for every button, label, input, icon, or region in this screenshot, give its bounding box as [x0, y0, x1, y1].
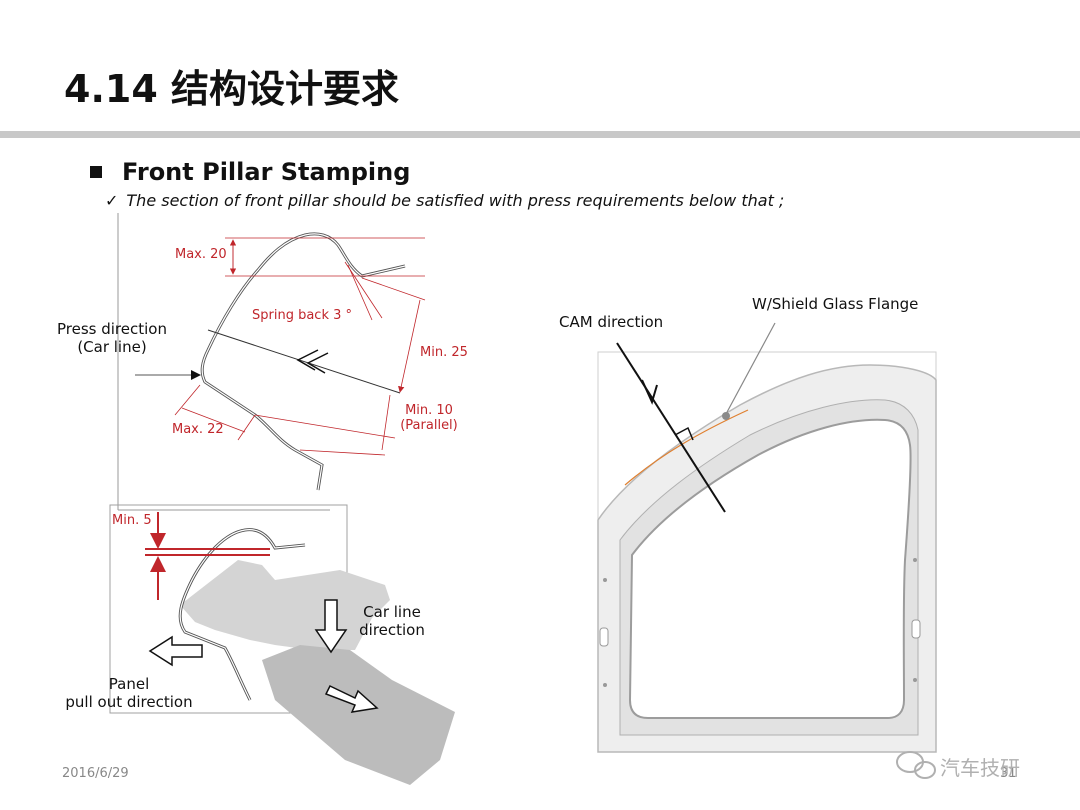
car-line-down-arrow	[314, 599, 348, 654]
panel-line2: pull out direction	[65, 693, 193, 711]
press-direction-line2: (Car line)	[77, 338, 147, 356]
label-cam-direction: CAM direction	[559, 313, 664, 331]
slide-title: 4.14 结构设计要求	[64, 67, 399, 111]
car-line-line1: Car line	[363, 603, 421, 621]
label-min25: Min. 25	[420, 345, 468, 360]
door-ring-diagram	[597, 322, 937, 753]
panel-pull-left-arrow	[148, 635, 203, 667]
min10-line1: Min. 10	[405, 403, 453, 418]
pillar-section-profile	[200, 232, 406, 491]
label-press-direction: Press direction (Car line)	[52, 320, 172, 356]
main-bullet: Front Pillar Stamping	[90, 158, 410, 186]
label-max20: Max. 20	[175, 247, 227, 262]
min10-line2: (Parallel)	[400, 418, 458, 433]
label-panel-pull-out: Panel pull out direction	[55, 675, 203, 711]
door-opening	[628, 418, 912, 719]
label-min10: Min. 10 (Parallel)	[395, 403, 463, 433]
label-max22: Max. 22	[172, 422, 224, 437]
square-bullet-icon	[90, 166, 102, 178]
upper-section-diagram	[117, 213, 426, 511]
sub-bullet: ✓ The section of front pillar should be …	[105, 191, 784, 210]
lower-section-diagram	[109, 504, 455, 785]
press-direction-line1: Press direction	[57, 320, 167, 338]
panel-line1: Panel	[108, 675, 150, 693]
bullet-heading: Front Pillar Stamping	[122, 158, 411, 186]
car-line-line2: direction	[359, 621, 425, 639]
watermark-text: 汽车技研	[940, 756, 1020, 780]
wshield-leader-line	[725, 322, 776, 415]
title-divider	[0, 131, 1080, 138]
cam-direction-line	[616, 342, 726, 513]
label-car-line-direction: Car line direction	[352, 603, 432, 639]
label-spring-back: Spring back 3 °	[252, 308, 353, 323]
checkmark-icon: ✓	[105, 191, 119, 210]
sub-bullet-text: The section of front pillar should be sa…	[126, 191, 785, 210]
footer-page-number: 31	[1000, 766, 1017, 781]
label-wshield-flange: W/Shield Glass Flange	[752, 295, 919, 313]
footer-date: 2016/6/29	[62, 766, 129, 781]
wechat-icon	[896, 751, 936, 779]
label-min5: Min. 5	[112, 513, 152, 528]
diagonal-arrow	[324, 685, 379, 713]
